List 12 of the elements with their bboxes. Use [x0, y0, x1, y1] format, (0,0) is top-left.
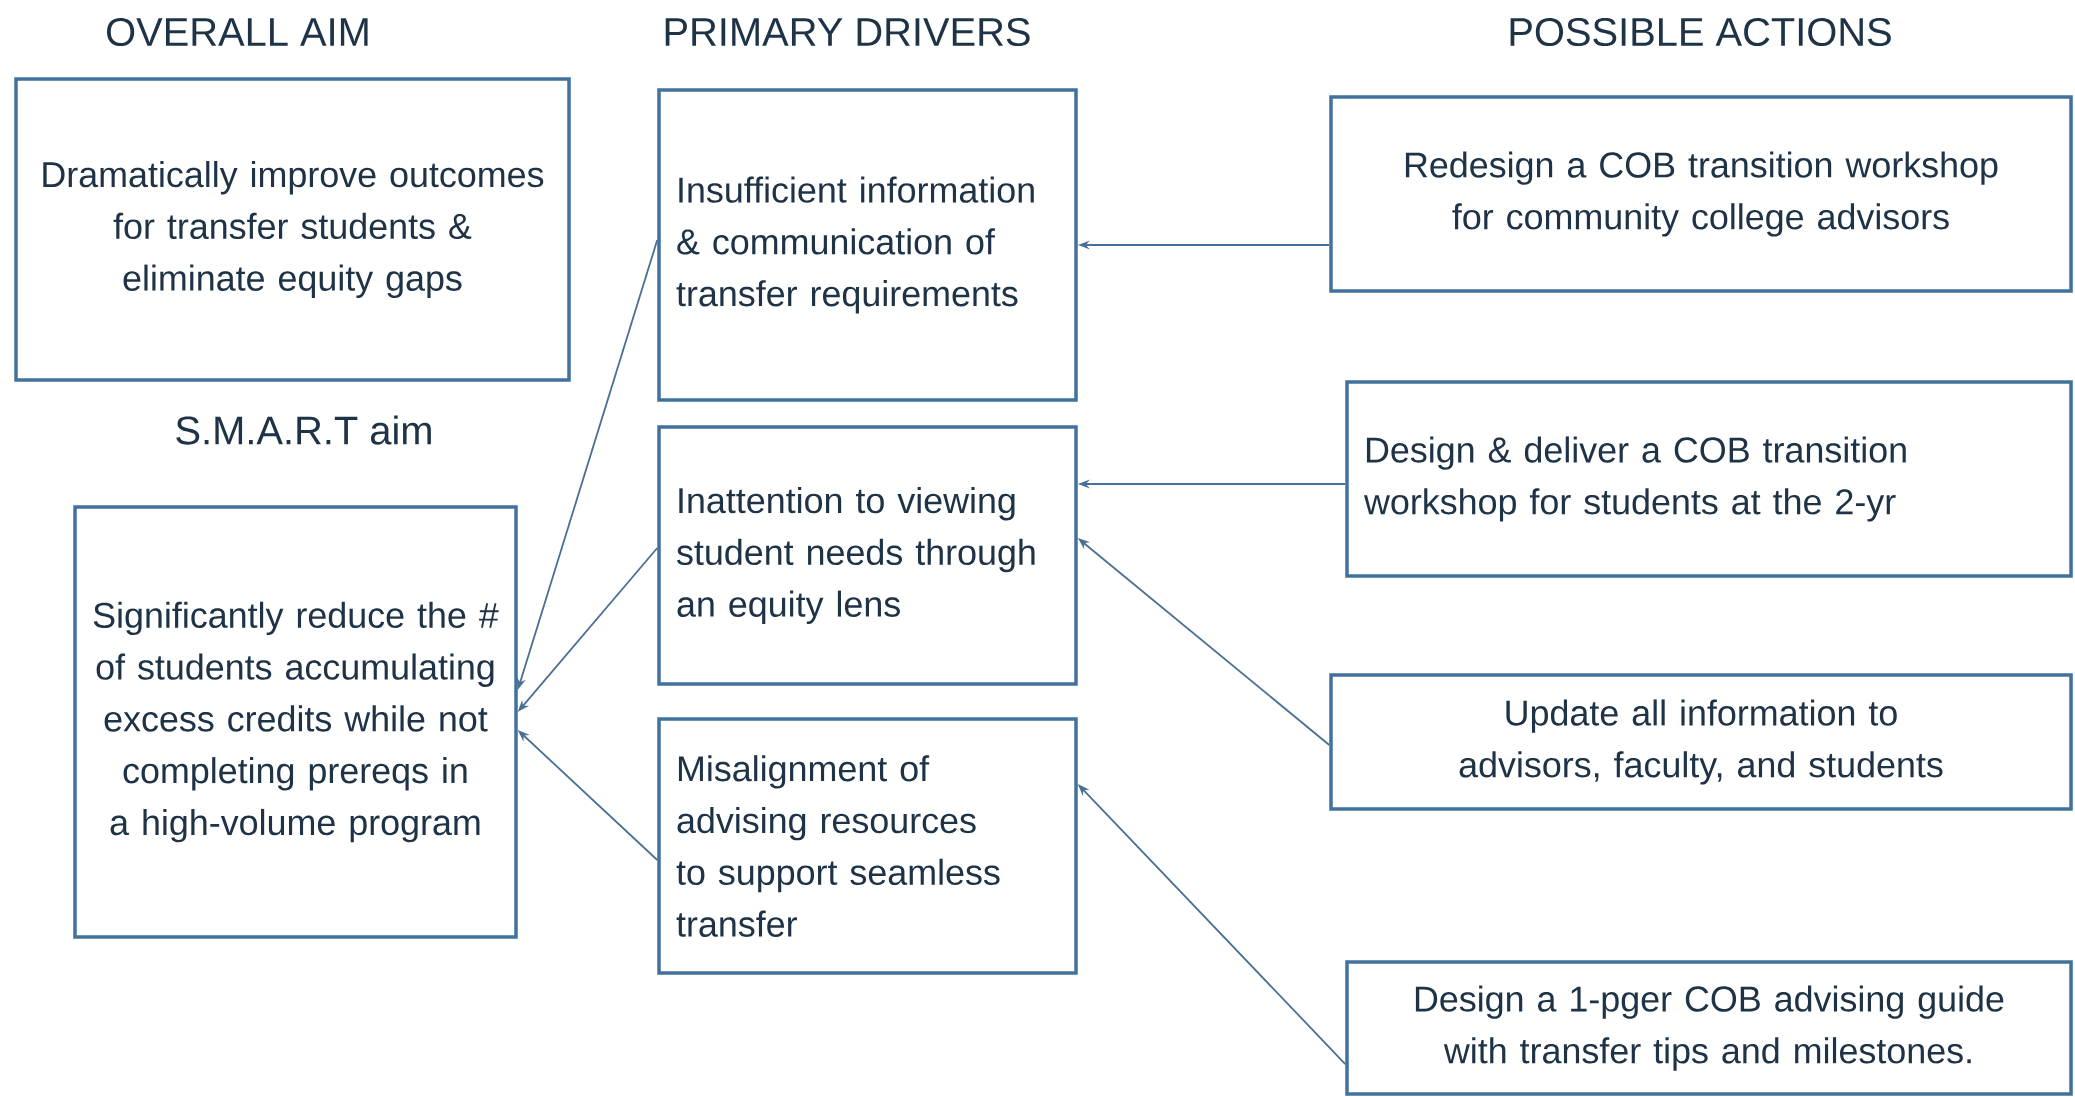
text-box: Update all information to advisors, faculty, and students — [1329, 673, 2073, 811]
text-box: Misalignment of advising resources to support seamless transfer — [657, 717, 1078, 975]
text-box: Significantly reduce the # of students accumulating excess credits while not completing prereqs in a high-volume program — [73, 505, 518, 939]
heading: S.M.A.R.T aim — [176, 415, 431, 445]
heading: POSSIBLE ACTIONS — [1510, 17, 1891, 47]
text-box: Dramatically improve outcomes for transfer students & eliminate equity gaps — [14, 77, 571, 382]
text-box: Design & deliver a COB transition workshop for students at the 2-yr — [1345, 380, 2073, 578]
text-box: Inattention to viewing student needs through an equity lens — [657, 425, 1078, 686]
text-box: Insufficient information & communication of transfer requirements — [657, 88, 1078, 402]
text-box: Design a 1-pger COB advising guide with transfer tips and milestones. — [1345, 960, 2073, 1096]
heading: PRIMARY DRIVERS — [665, 17, 1030, 47]
text-box: Redesign a COB transition workshop for community college advisors — [1329, 95, 2073, 293]
